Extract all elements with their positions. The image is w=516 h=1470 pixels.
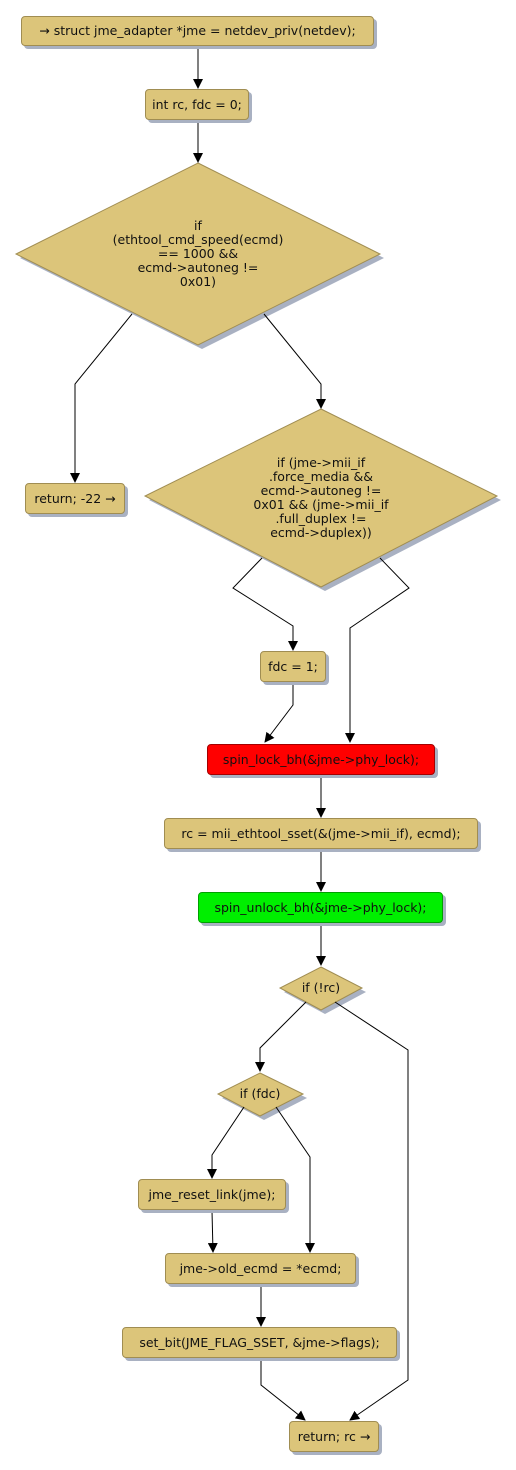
edge-fdc-oldecmd (275, 1106, 315, 1253)
reset-link-node: jme_reset_link(jme); (138, 1179, 286, 1210)
edge-rc-fdc (255, 1001, 307, 1072)
fdc-one-node: fdc = 1; (260, 651, 326, 682)
edge-setbit-return (260, 1359, 306, 1421)
decision-force-shape (143, 408, 501, 591)
decision-rc-shape (278, 966, 366, 1014)
spin-lock-node: spin_lock_bh(&jme->phy_lock); (207, 744, 435, 775)
return-22-node: return; -22 → (25, 483, 125, 514)
spin-unlock-node: spin_unlock_bh(&jme->phy_lock); (198, 892, 443, 923)
edge-speed-return (70, 313, 133, 483)
rc-sset-node: rc = mii_ethtool_sset(&(jme->mii_if), ec… (164, 818, 478, 849)
decision-speed-shape (14, 162, 384, 349)
adapter-node: → struct jme_adapter *jme = netdev_priv(… (21, 16, 374, 46)
decision-rc-label: if (!rc) (301, 980, 341, 995)
edge-reset-oldecmd (207, 1210, 218, 1253)
init-node: int rc, fdc = 0; (145, 89, 249, 120)
set-bit-node: set_bit(JME_FLAG_SSET, &jme->flags); (122, 1327, 397, 1358)
decision-speed-label: if (ethtool_cmd_speed(ecmd) == 1000 && e… (112, 218, 284, 289)
edge-force-fdc (232, 557, 298, 651)
edge-fdc-lock (264, 683, 294, 743)
edge-force-lock (345, 557, 410, 743)
decision-force-label: if (jme->mii_if .force_media && ecmd->au… (253, 455, 389, 540)
old-ecmd-node: jme->old_ecmd = *ecmd; (165, 1253, 356, 1284)
decision-fdc-label: if (fdc) (239, 1086, 281, 1101)
edge-speed-force (263, 313, 326, 409)
edge-fdc-reset (207, 1106, 245, 1179)
decision-fdc-shape (216, 1072, 307, 1120)
return-rc-node: return; rc → (289, 1421, 379, 1452)
edge-rc-return (334, 1001, 409, 1421)
